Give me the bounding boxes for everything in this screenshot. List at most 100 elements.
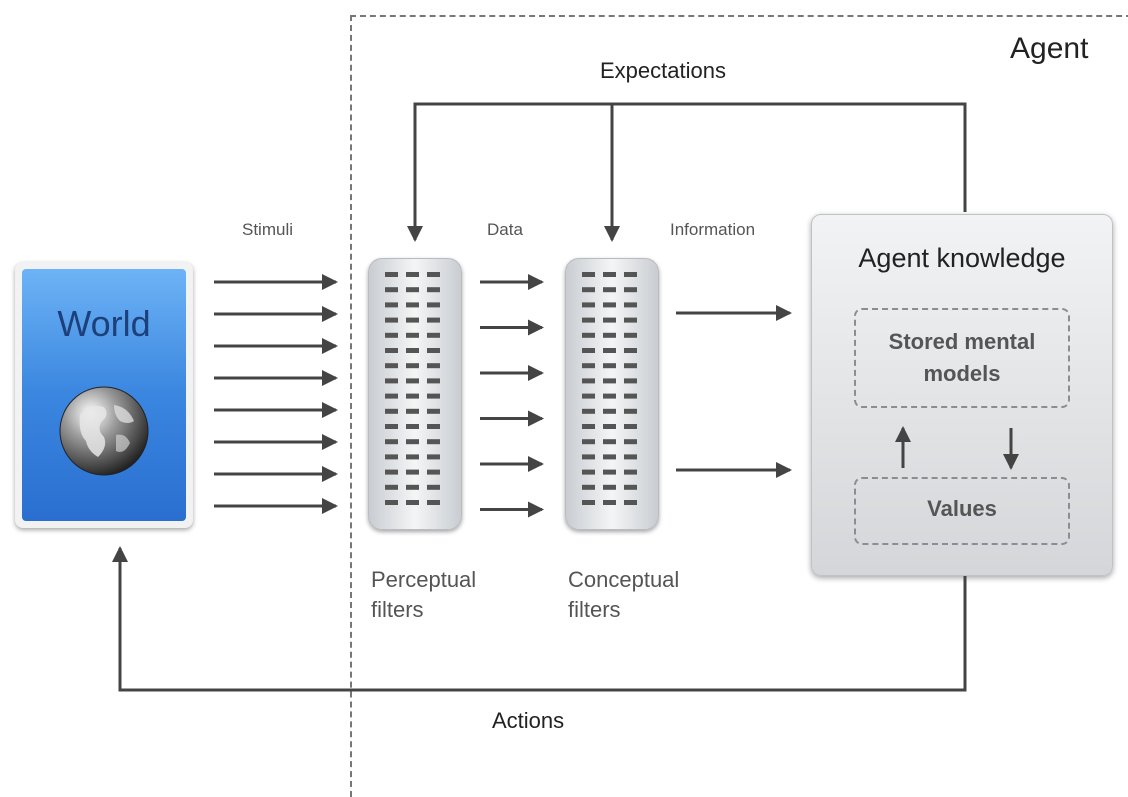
- filter-slot: [603, 348, 616, 353]
- filter-slot: [624, 424, 637, 429]
- filter-slot: [582, 287, 595, 293]
- filter-slot: [427, 408, 440, 414]
- connector-layer: [112, 102, 1019, 692]
- data-label: Data: [487, 220, 523, 239]
- filter-slot: [624, 469, 637, 475]
- filter-slot: [427, 378, 440, 384]
- filter-slot: [603, 454, 616, 460]
- filter-slot: [406, 393, 419, 399]
- filter-slot: [385, 439, 398, 445]
- filter-slot: [385, 348, 398, 353]
- world-box: World: [15, 262, 193, 528]
- filter-slot: [385, 302, 398, 308]
- filter-slot: [427, 302, 440, 308]
- filter-slot: [582, 378, 595, 384]
- filter-slot: [385, 272, 398, 277]
- filter-slot: [427, 500, 440, 505]
- filter-slot: [427, 363, 440, 369]
- world-title: World: [57, 303, 151, 344]
- filter-slot: [582, 408, 595, 414]
- agent-knowledge-box: Agent knowledge Stored mental models Val…: [811, 214, 1113, 576]
- filter-slot: [582, 439, 595, 445]
- filter-slot: [603, 408, 616, 414]
- values-box: Values: [854, 477, 1070, 545]
- stored-mental-models-box: Stored mental models: [854, 308, 1070, 408]
- filter-slot: [582, 500, 595, 505]
- filter-slot: [582, 469, 595, 475]
- filter-slot: [624, 378, 637, 384]
- filter-slot: [406, 378, 419, 384]
- filter-slot: [406, 363, 419, 369]
- stimuli-label: Stimuli: [242, 220, 294, 239]
- filter-slot: [406, 272, 419, 277]
- filter-slot: [385, 378, 398, 384]
- filter-slot: [624, 302, 637, 308]
- filter-slot: [624, 454, 637, 460]
- globe-icon: [58, 385, 150, 482]
- filter-slot: [582, 484, 595, 490]
- data-arrows: [480, 274, 544, 518]
- filter-slot: [427, 469, 440, 475]
- agent-title: Agent: [1010, 32, 1089, 65]
- filter-slot: [406, 317, 419, 323]
- filter-slot: [624, 363, 637, 369]
- filter-slot: [603, 272, 616, 277]
- filter-slot: [385, 454, 398, 460]
- filter-slot: [427, 484, 440, 490]
- filter-slot: [427, 348, 440, 353]
- filter-slot: [385, 332, 398, 338]
- filter-slot: [582, 424, 595, 429]
- filter-slot: [624, 272, 637, 277]
- filter-slot: [406, 469, 419, 475]
- filter-slot: [603, 363, 616, 369]
- filter-slot: [406, 348, 419, 353]
- filter-slot: [406, 484, 419, 490]
- filter-slot: [603, 469, 616, 475]
- filter-slot: [385, 363, 398, 369]
- filter-slot: [582, 393, 595, 399]
- perceptual-filters-label: Perceptual filters: [371, 567, 477, 622]
- filter-slot: [427, 272, 440, 277]
- values-label: Values: [927, 496, 997, 521]
- filter-slot: [427, 317, 440, 323]
- filter-slot: [603, 484, 616, 490]
- filter-slot: [624, 348, 637, 353]
- filter-slot: [385, 408, 398, 414]
- filter-slot: [385, 469, 398, 475]
- filter-slot: [624, 408, 637, 414]
- filter-slot: [385, 424, 398, 429]
- actions-loop: [112, 546, 967, 692]
- filter-slot: [603, 500, 616, 505]
- filter-slot: [582, 332, 595, 338]
- actions-label: Actions: [492, 708, 565, 733]
- filter-slot: [385, 287, 398, 293]
- filter-slot: [385, 393, 398, 399]
- filter-slot: [624, 287, 637, 293]
- filter-slot: [427, 439, 440, 445]
- filter-slot: [406, 500, 419, 505]
- filter-slot: [582, 272, 595, 277]
- filter-slot: [427, 287, 440, 293]
- filter-slot: [603, 332, 616, 338]
- filter-slot: [406, 424, 419, 429]
- filter-slot: [603, 378, 616, 384]
- filter-slot: [406, 332, 419, 338]
- filter-slot: [582, 302, 595, 308]
- filter-slot: [582, 363, 595, 369]
- world-panel: World: [22, 269, 186, 521]
- filter-slot: [385, 317, 398, 323]
- agent-knowledge-title: Agent knowledge: [858, 243, 1066, 273]
- filter-slot: [406, 439, 419, 445]
- information-label: Information: [670, 220, 756, 239]
- filter-slot: [427, 424, 440, 429]
- filter-slot: [624, 500, 637, 505]
- filter-slot: [385, 484, 398, 490]
- filter-slot: [582, 454, 595, 460]
- filter-slot: [624, 393, 637, 399]
- filter-slot: [624, 332, 637, 338]
- filter-slot: [603, 287, 616, 293]
- filter-slot: [603, 302, 616, 308]
- expectations-loop: [407, 102, 967, 242]
- filter-slot: [427, 454, 440, 460]
- filter-slot: [406, 302, 419, 308]
